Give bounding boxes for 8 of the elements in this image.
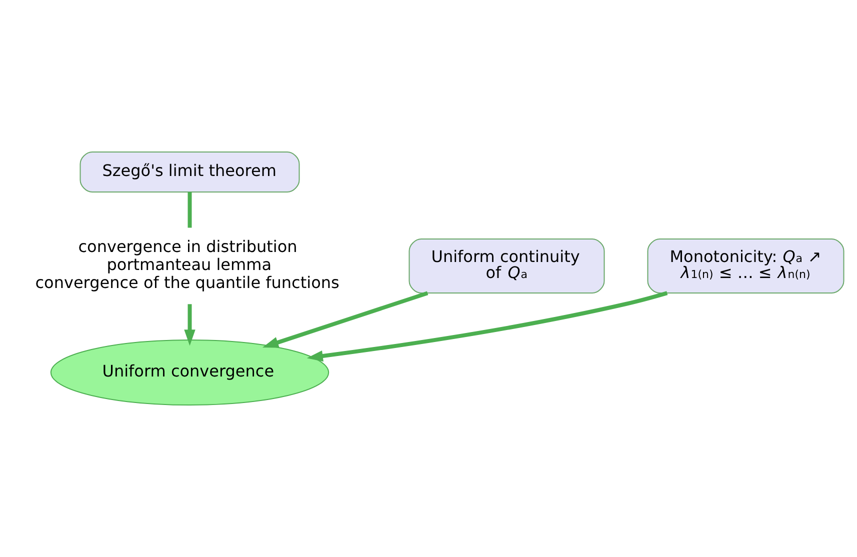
node-ellipse: Uniform convergence: [50, 340, 330, 406]
arrow: [306, 291, 668, 362]
arrow: [262, 291, 428, 348]
node-box: Szegő's limit theorem: [80, 152, 300, 192]
node-box: Uniform continuity of Qa: [408, 238, 605, 294]
node-text: convergence in distribution portmanteau lemma convergence of the quantile functions: [35, 236, 340, 292]
arrow: [184, 304, 196, 346]
connector: [188, 192, 192, 228]
